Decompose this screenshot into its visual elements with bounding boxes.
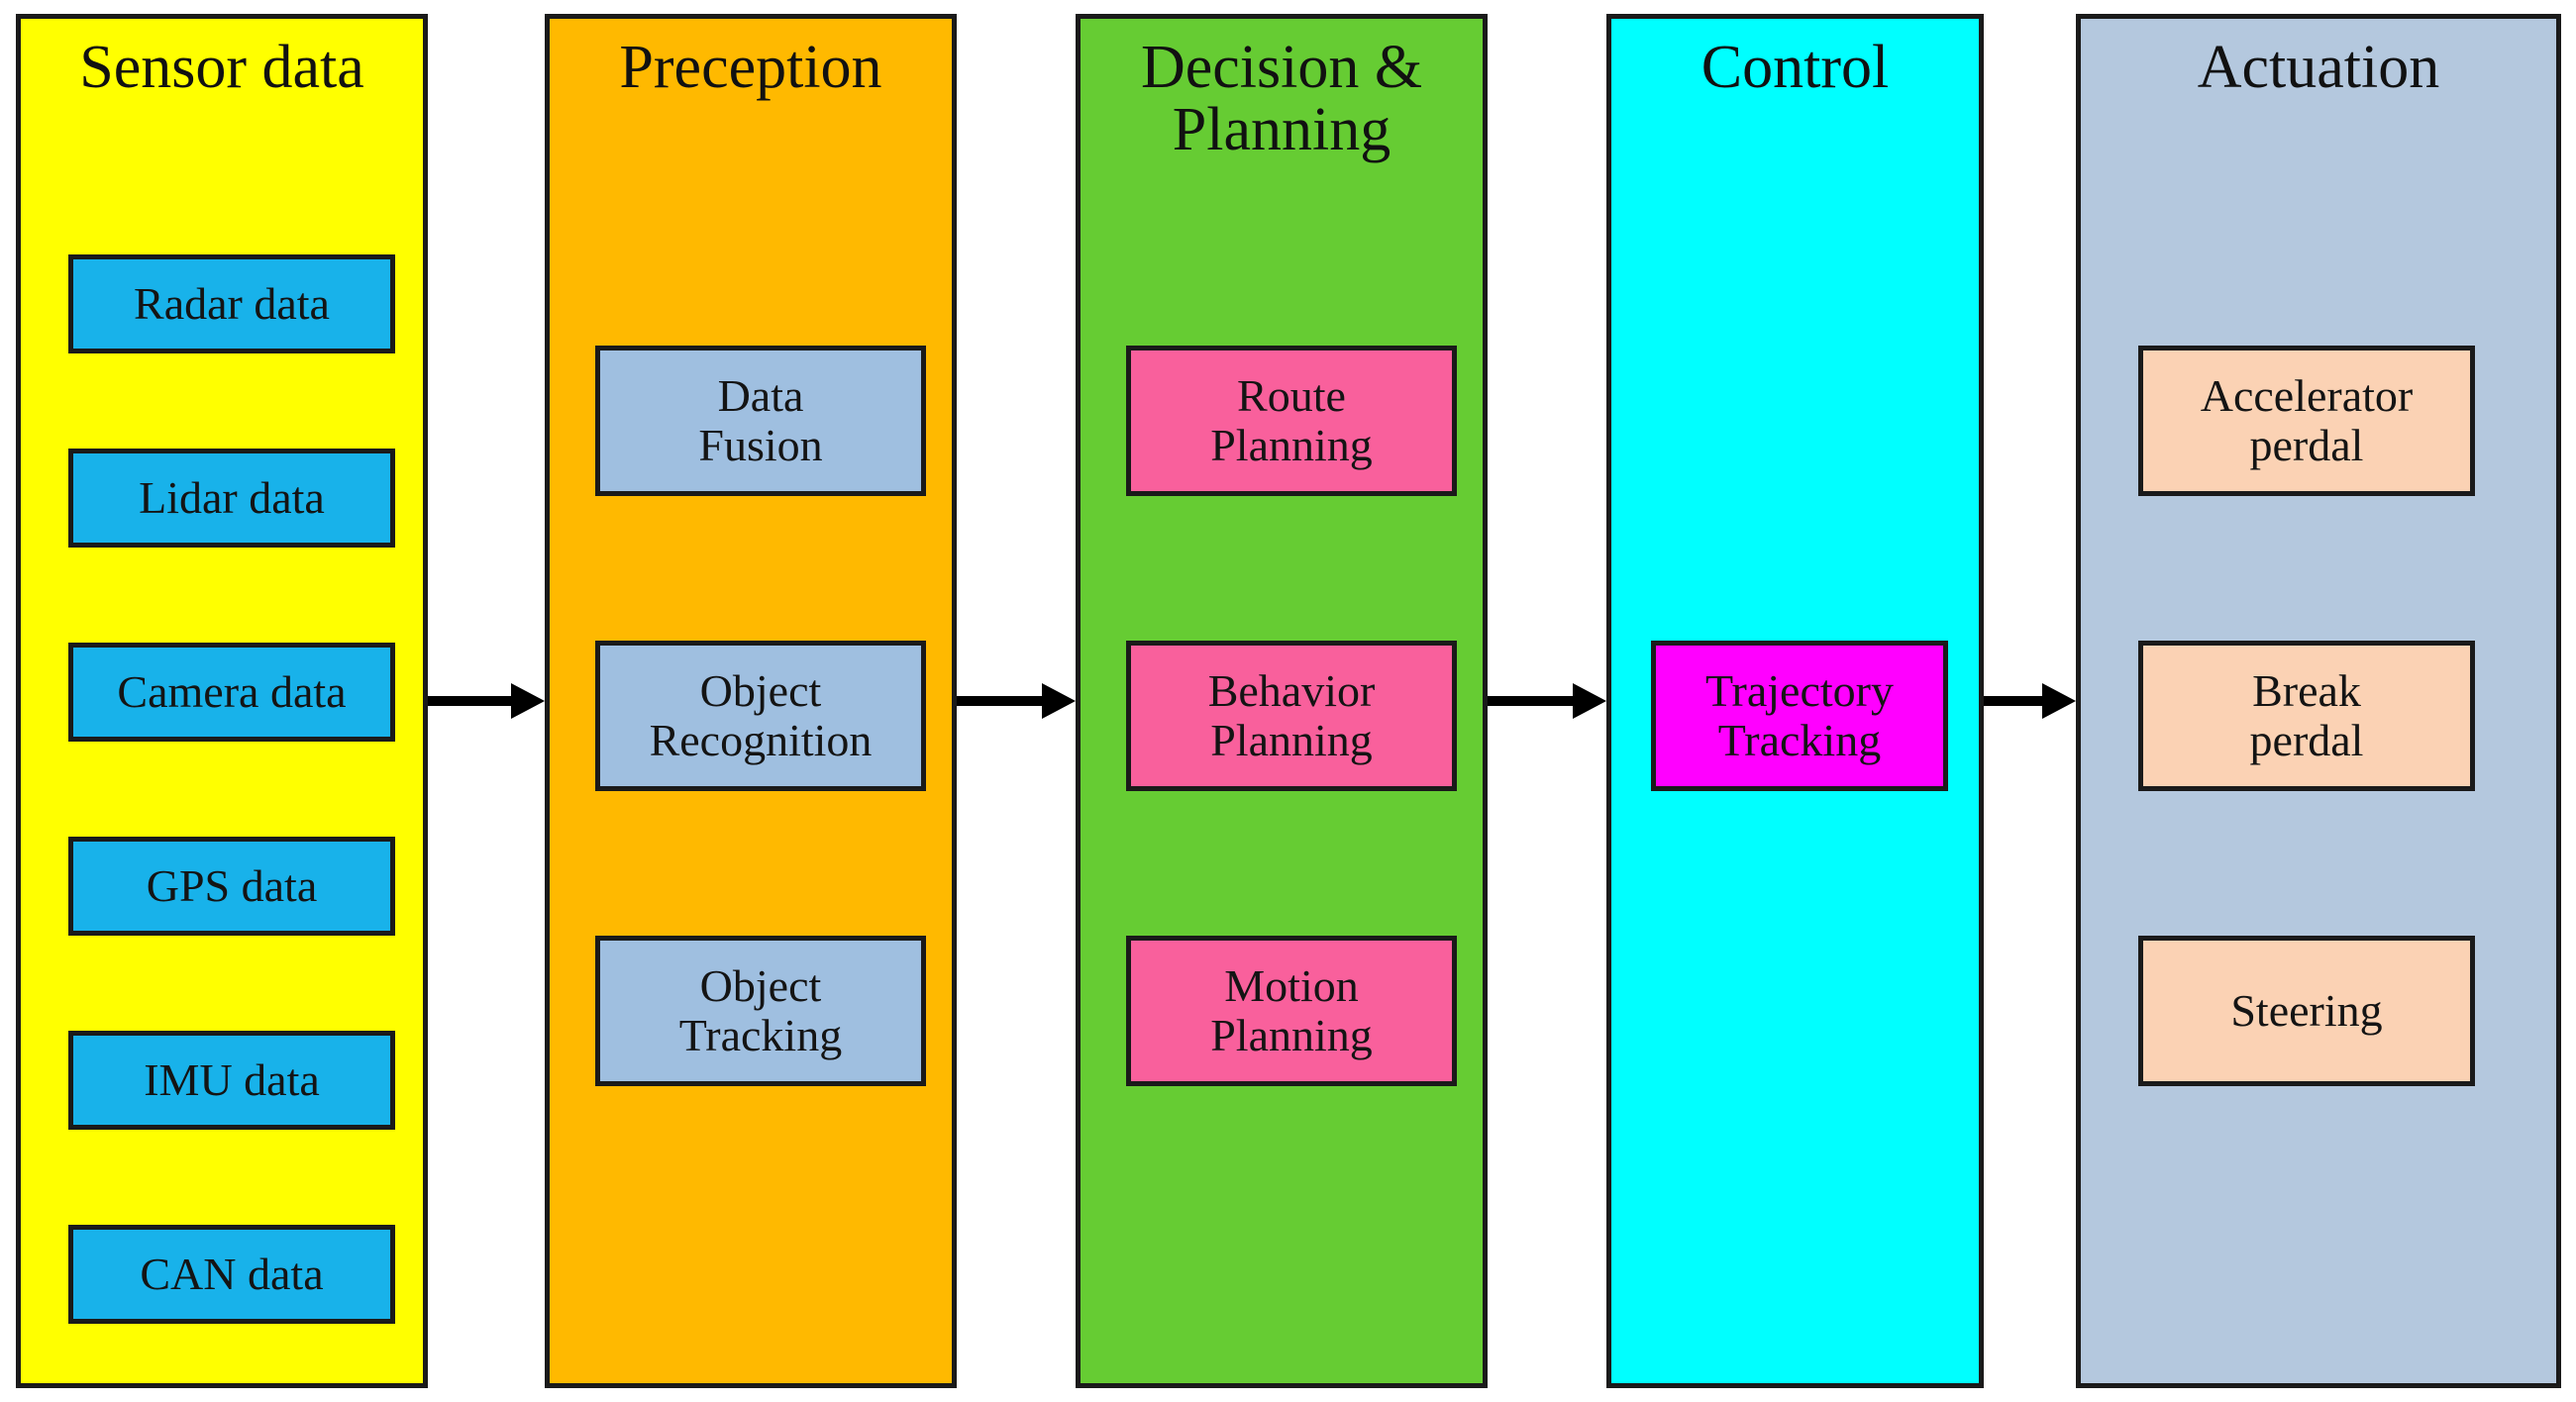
arrow-decision-to-control: [1488, 681, 1606, 721]
node-label: Lidar data: [139, 472, 325, 524]
node-label: Radar data: [134, 278, 330, 330]
node-label: Accelerator perdal: [2200, 370, 2414, 470]
node-label: Break perdal: [2249, 665, 2364, 765]
node-label: GPS data: [146, 860, 318, 912]
node-sensor-data-4[interactable]: GPS data: [68, 837, 395, 936]
node-label: Steering: [2230, 985, 2383, 1037]
node-decision-planning-1[interactable]: Route Planning: [1126, 346, 1457, 496]
arrow-preception-to-decision: [957, 681, 1076, 721]
node-sensor-data-6[interactable]: CAN data: [68, 1225, 395, 1324]
node-label: Object Recognition: [649, 665, 873, 765]
node-decision-planning-2[interactable]: Behavior Planning: [1126, 641, 1457, 791]
node-label: CAN data: [140, 1249, 324, 1300]
node-preception-1[interactable]: Data Fusion: [595, 346, 926, 496]
node-label: IMU data: [144, 1054, 320, 1106]
node-preception-3[interactable]: Object Tracking: [595, 936, 926, 1086]
node-actuation-1[interactable]: Accelerator perdal: [2138, 346, 2475, 496]
stage-title-sensor-data: Sensor data: [79, 34, 364, 101]
stage-title-preception: Preception: [619, 34, 882, 101]
stage-title-decision-planning: Decision & Planning: [1140, 34, 1423, 164]
node-preception-2[interactable]: Object Recognition: [595, 641, 926, 791]
node-sensor-data-1[interactable]: Radar data: [68, 254, 395, 353]
node-label: Object Tracking: [678, 960, 843, 1060]
node-label: Trajectory Tracking: [1705, 665, 1894, 765]
node-sensor-data-2[interactable]: Lidar data: [68, 449, 395, 548]
node-decision-planning-3[interactable]: Motion Planning: [1126, 936, 1457, 1086]
arrow-control-to-actuation: [1984, 681, 2076, 721]
stage-title-control: Control: [1700, 34, 1890, 101]
node-actuation-3[interactable]: Steering: [2138, 936, 2475, 1086]
node-label: Route Planning: [1210, 370, 1373, 470]
node-sensor-data-3[interactable]: Camera data: [68, 643, 395, 742]
stage-title-actuation: Actuation: [2197, 34, 2440, 101]
node-label: Data Fusion: [698, 370, 823, 470]
node-label: Motion Planning: [1210, 960, 1373, 1060]
node-label: Camera data: [117, 666, 347, 718]
node-label: Behavior Planning: [1207, 665, 1376, 765]
node-sensor-data-5[interactable]: IMU data: [68, 1031, 395, 1130]
arrow-sensor-to-preception: [428, 681, 545, 721]
node-actuation-2[interactable]: Break perdal: [2138, 641, 2475, 791]
node-control-1[interactable]: Trajectory Tracking: [1651, 641, 1948, 791]
